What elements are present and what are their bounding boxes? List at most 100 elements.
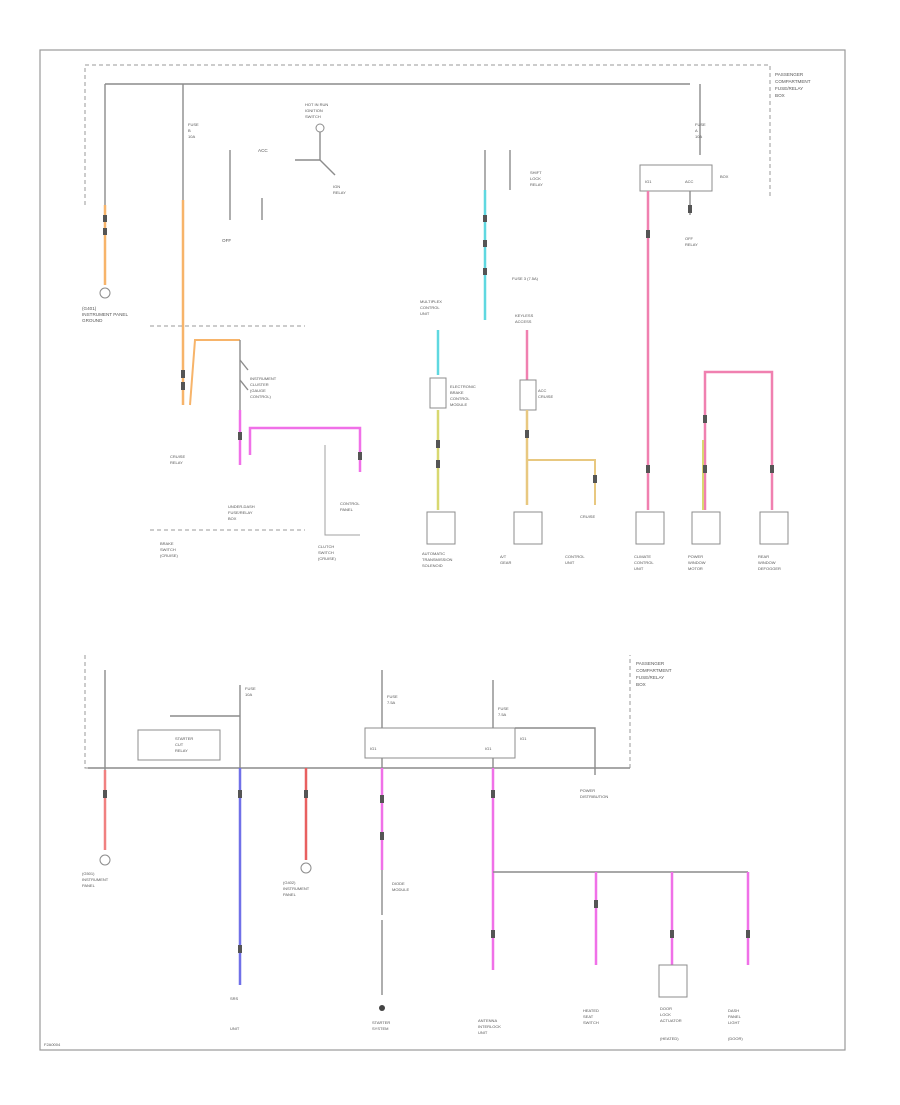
relay-tag: IG1 bbox=[645, 179, 652, 184]
svg-text:(G402): (G402) bbox=[283, 880, 296, 885]
upper-fusebox-boundary bbox=[84, 64, 771, 205]
fuse-2-label: FUSE 7.5A bbox=[387, 694, 398, 705]
fuse-1-label: FUSE 10A bbox=[245, 686, 256, 697]
svg-text:FUSE: FUSE bbox=[188, 122, 199, 127]
svg-text:BRAKE: BRAKE bbox=[160, 541, 174, 546]
svg-text:LIGHT: LIGHT bbox=[728, 1020, 740, 1025]
connector bbox=[483, 268, 487, 275]
power-distrib-label: POWER DISTRIBUTION bbox=[580, 788, 608, 799]
connector bbox=[380, 832, 384, 840]
svg-text:INTERLOCK: INTERLOCK bbox=[478, 1024, 501, 1029]
connector bbox=[703, 465, 707, 473]
ground-symbol bbox=[99, 287, 111, 299]
svg-text:BOX: BOX bbox=[228, 516, 237, 521]
svg-text:PANEL: PANEL bbox=[728, 1014, 742, 1019]
starter-cut-relay bbox=[137, 729, 221, 761]
wire-pink-3 bbox=[703, 370, 774, 510]
lower-section: PASSENGER COMPARTMENT FUSE/RELAY BOX STA… bbox=[82, 655, 750, 1041]
connector bbox=[436, 460, 440, 468]
module-power-window: POWER WINDOW MOTOR bbox=[688, 511, 721, 571]
ground-symbol bbox=[300, 862, 312, 874]
svg-text:MODULE: MODULE bbox=[392, 887, 409, 892]
svg-text:(GAUGE: (GAUGE bbox=[250, 388, 266, 393]
door-lock-label: DOOR LOCK ACTUATOR (HEATED) bbox=[660, 1006, 682, 1041]
connector bbox=[670, 930, 674, 938]
relay-coil bbox=[315, 123, 325, 133]
svg-text:LOCK: LOCK bbox=[530, 176, 541, 181]
connector bbox=[703, 415, 707, 423]
svg-text:RELAY: RELAY bbox=[530, 182, 543, 187]
svg-text:CLIMATE: CLIMATE bbox=[634, 554, 651, 559]
connector bbox=[238, 945, 242, 953]
shift-relay-label: SHIFT LOCK RELAY bbox=[530, 170, 543, 187]
svg-text:SOLENOID: SOLENOID bbox=[422, 563, 443, 568]
under-dash-tag: BOX bbox=[720, 174, 729, 179]
svg-text:INSTRUMENT: INSTRUMENT bbox=[82, 877, 109, 882]
svg-text:CONTROL: CONTROL bbox=[634, 560, 654, 565]
svg-text:BOX: BOX bbox=[636, 682, 646, 687]
svg-text:10A: 10A bbox=[695, 134, 702, 139]
connector bbox=[646, 465, 650, 473]
relay-box bbox=[429, 377, 447, 409]
multiplex-label: MULTIPLEX CONTROL UNIT bbox=[420, 299, 442, 316]
svg-text:HEATED: HEATED bbox=[583, 1008, 599, 1013]
connector bbox=[491, 790, 495, 798]
brake-module-label: ELECTRONIC BRAKE CONTROL MODULE bbox=[450, 384, 476, 407]
svg-text:OFF: OFF bbox=[685, 236, 694, 241]
connector bbox=[380, 795, 384, 803]
svg-text:LOCK: LOCK bbox=[660, 1012, 671, 1017]
svg-text:(HEATED): (HEATED) bbox=[660, 1036, 679, 1041]
svg-text:MOTOR: MOTOR bbox=[688, 566, 703, 571]
svg-text:POWER: POWER bbox=[580, 788, 595, 793]
relay-tag: IG1 bbox=[485, 746, 492, 751]
relay-contacts-label: ACC CRUISE bbox=[538, 388, 553, 399]
connector bbox=[525, 430, 529, 438]
svg-text:A/T: A/T bbox=[500, 554, 507, 559]
svg-text:UNIT: UNIT bbox=[565, 560, 575, 565]
svg-text:SHIFT: SHIFT bbox=[530, 170, 542, 175]
svg-text:CRUISE: CRUISE bbox=[170, 454, 185, 459]
clutch-boundary bbox=[324, 445, 360, 536]
svg-text:ACCESS: ACCESS bbox=[515, 319, 532, 324]
svg-text:FUSE/RELAY: FUSE/RELAY bbox=[228, 510, 253, 515]
svg-text:PASSENGER: PASSENGER bbox=[636, 661, 665, 666]
svg-text:10A: 10A bbox=[245, 692, 252, 697]
cruise-relay-label: CRUISE RELAY bbox=[170, 454, 185, 465]
svg-text:A: A bbox=[695, 128, 698, 133]
relay-switch-arm bbox=[319, 159, 336, 176]
acc-label: OFF RELAY bbox=[685, 236, 698, 247]
connector bbox=[483, 215, 487, 222]
svg-text:RELAY: RELAY bbox=[333, 190, 346, 195]
ig1-relay-box bbox=[364, 727, 516, 759]
svg-text:CLUTCH: CLUTCH bbox=[318, 544, 334, 549]
connector bbox=[491, 930, 495, 938]
svg-text:SWITCH: SWITCH bbox=[160, 547, 176, 552]
page-id: F2A0004 bbox=[44, 1042, 61, 1047]
connector bbox=[103, 215, 107, 222]
svg-text:PANEL: PANEL bbox=[82, 883, 96, 888]
svg-text:ANTENNA: ANTENNA bbox=[478, 1018, 497, 1023]
svg-text:FUSE: FUSE bbox=[498, 706, 509, 711]
svg-text:INSTRUMENT: INSTRUMENT bbox=[250, 376, 277, 381]
svg-text:CONTROL: CONTROL bbox=[565, 554, 585, 559]
brake-switch-label: BRAKE SWITCH (CRUISE) bbox=[160, 541, 178, 558]
svg-text:B: B bbox=[188, 128, 191, 133]
relay-tag: IG1 bbox=[520, 736, 527, 741]
svg-text:UNIT: UNIT bbox=[634, 566, 644, 571]
svg-text:WINDOW: WINDOW bbox=[758, 560, 776, 565]
svg-text:DIODE: DIODE bbox=[392, 881, 405, 886]
svg-text:COMPARTMENT: COMPARTMENT bbox=[636, 668, 672, 673]
connector bbox=[238, 432, 242, 440]
module-rear-defogger: REAR WINDOW DEFOGGER bbox=[758, 511, 789, 571]
svg-text:7.5A: 7.5A bbox=[498, 712, 507, 717]
svg-text:7.5A: 7.5A bbox=[387, 700, 396, 705]
ground-g401-label: (G401) INSTRUMENT PANEL GROUND bbox=[82, 306, 128, 323]
wire-orange-2 bbox=[189, 339, 240, 406]
svg-text:CLUSTER: CLUSTER bbox=[250, 382, 269, 387]
svg-text:INSTRUMENT PANEL: INSTRUMENT PANEL bbox=[82, 312, 128, 317]
ign-off-label: OFF bbox=[222, 238, 231, 243]
ground-symbol bbox=[99, 854, 111, 866]
connector bbox=[646, 230, 650, 238]
svg-text:(G501): (G501) bbox=[82, 871, 95, 876]
svg-text:DOOR: DOOR bbox=[660, 1006, 672, 1011]
